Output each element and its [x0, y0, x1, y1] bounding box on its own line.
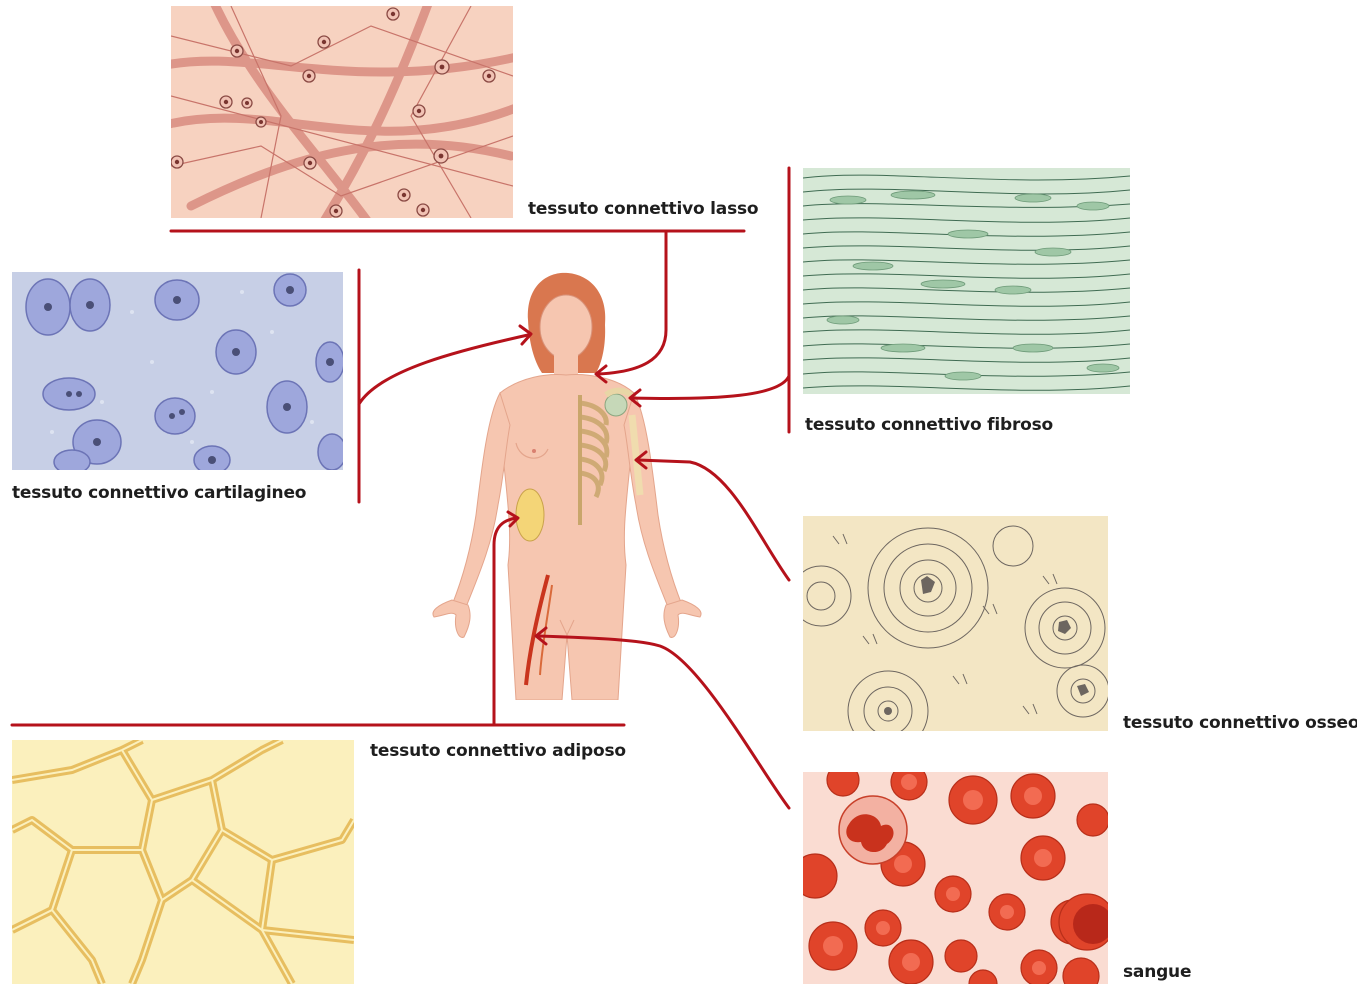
- label-tessuto-lasso: tessuto connettivo lasso: [528, 199, 758, 219]
- label-tessuto-osseo: tessuto connettivo osseo: [1123, 713, 1357, 733]
- label-tessuto-fibroso: tessuto connettivo fibroso: [805, 415, 1053, 435]
- label-tessuto-adiposo: tessuto connettivo adiposo: [370, 741, 626, 761]
- label-tessuto-cartilagineo: tessuto connettivo cartilagineo: [12, 483, 306, 503]
- label-sangue: sangue: [1123, 962, 1191, 982]
